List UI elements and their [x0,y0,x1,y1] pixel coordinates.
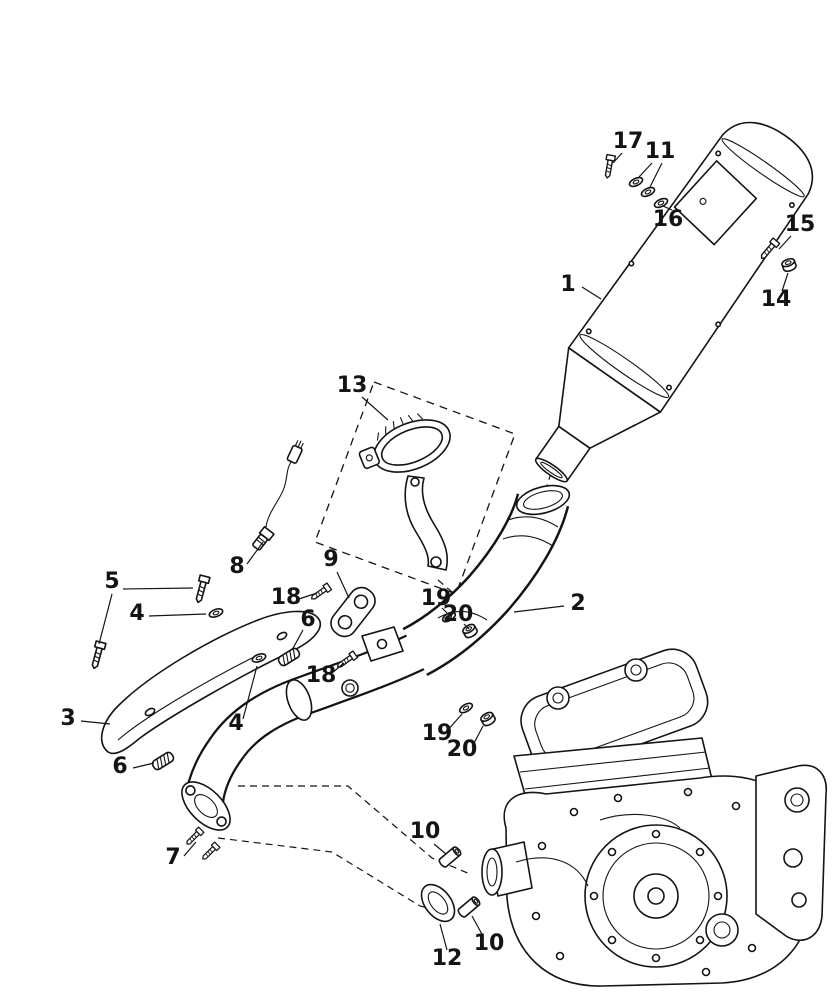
part-label-18: 18 [306,663,337,688]
clamp-bracket-strap [404,475,449,571]
exhaust-port-face [481,848,503,896]
mount-bracket [330,586,376,638]
pipe-inlet-mouth [515,484,571,516]
leader-line-part-7 [183,841,197,857]
leader-line-part-16 [662,205,673,211]
screw-5b [88,640,107,671]
leader-line-part-11 [649,162,663,188]
part-label-2: 2 [570,591,585,616]
leader-line-part-5 [98,593,113,645]
leader-line-part-1 [581,286,602,300]
leader-line-part-20 [463,623,470,630]
screw-17 [602,153,617,180]
sensor-connector [286,440,304,464]
part-label-4: 4 [228,711,243,736]
silencer-muffler [534,121,814,483]
part-label-13: 13 [337,373,368,398]
part-label-10: 10 [474,931,505,956]
leader-line-part-2 [513,605,565,613]
leader-line-part-17 [612,152,623,164]
leader-line-part-8 [246,541,264,565]
leader-line-part-15 [778,235,792,250]
part-label-11: 11 [645,139,676,164]
part-label-17: 17 [613,129,644,154]
part-label-7: 7 [165,845,180,870]
pipe-flange [181,781,231,831]
leader-line-part-14 [781,272,789,292]
part-label-5: 5 [104,569,119,594]
water-pump-cover [705,913,739,947]
leader-line-part-3 [80,720,111,725]
leader-line-part-20 [471,725,484,748]
part-label-8: 8 [229,554,244,579]
leader-line-part-18 [331,662,345,674]
part-label-19: 19 [421,586,452,611]
spacer-10b [456,894,482,920]
part-label-6: 6 [112,754,127,779]
screw-5a [192,574,211,605]
part-label-4: 4 [129,601,144,626]
washer-11b [639,184,657,200]
exhaust-downpipe [181,484,571,831]
nut-14 [780,256,798,274]
part-label-20: 20 [443,602,474,627]
clutch-cover-bolts [589,829,723,963]
leader-line-part-18 [298,592,318,600]
part-label-15: 15 [785,212,816,237]
stud-7b [199,841,221,863]
oxygen-sensor [252,440,304,551]
part-label-3: 3 [60,706,75,731]
engine [481,648,827,987]
washer-19b [457,700,475,716]
leader-line-part-6 [291,629,304,651]
washer-4a [207,606,225,620]
gasket-12 [420,883,456,923]
muffler-rivets [585,150,795,391]
leader-line-part-11 [638,162,653,178]
part-label-14: 14 [761,287,792,312]
spacer-10a [437,844,463,870]
leader-line-part-9 [336,571,350,599]
part-label-1: 1 [560,272,575,297]
part-label-16: 16 [653,207,684,232]
leader-line-part-12 [439,923,448,951]
leader-line-part-5 [122,587,194,590]
part-label-10: 10 [410,819,441,844]
leader-line-part-19 [441,607,448,614]
heat-shield [100,610,321,755]
screw-18a [308,582,333,603]
clamp-kit-group [314,381,516,595]
leader-line-part-10 [471,915,484,937]
pipe-slip-ring [285,679,313,721]
leader-line-part-4 [148,613,207,617]
nut-20b [478,709,498,729]
leader-line-part-6 [132,762,155,769]
leader-line-part-19 [446,713,463,732]
part-label-12: 12 [432,946,463,971]
part-label-19: 19 [422,721,453,746]
hose-clamp [358,413,451,473]
part-label-20: 20 [447,737,478,762]
part-label-18: 18 [271,585,302,610]
engine-case-bolts [531,787,757,977]
washer-11a [627,174,645,190]
part-label-9: 9 [323,547,338,572]
muffler-heat-plate [673,160,758,246]
kit-dashed-box [314,381,516,595]
leader-line-part-13 [361,396,389,421]
sensor-boss [341,679,359,697]
leader-line-part-4 [242,665,258,720]
part-label-6: 6 [300,607,315,632]
leader-line-part-10 [433,843,447,855]
spring-6b [150,750,176,772]
